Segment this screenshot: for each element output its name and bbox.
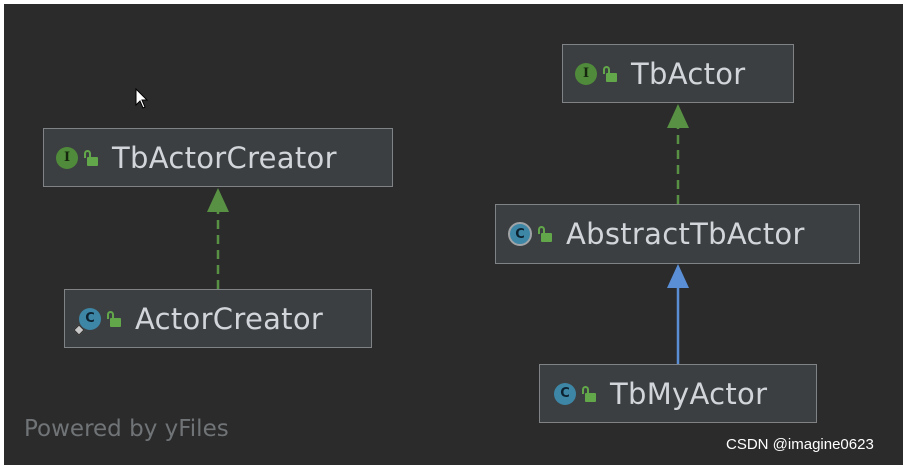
extends-arrowhead-icon bbox=[667, 264, 689, 288]
diagram-canvas: I TbActor I TbActorCreator C AbstractTbA… bbox=[4, 4, 903, 465]
node-tbmyactor[interactable]: C TbMyActor bbox=[539, 364, 817, 423]
public-lock-icon bbox=[84, 149, 98, 166]
implements-arrowhead-icon bbox=[207, 188, 229, 212]
powered-by-label: Powered by yFiles bbox=[24, 416, 229, 442]
abstract-class-icon: C bbox=[508, 222, 532, 246]
public-lock-icon bbox=[582, 385, 596, 402]
node-tbactorcreator[interactable]: I TbActorCreator bbox=[43, 128, 393, 187]
node-label: TbMyActor bbox=[610, 376, 768, 411]
edges-layer bbox=[207, 104, 689, 364]
diamond-icon bbox=[73, 323, 85, 336]
watermark: CSDN @imagine0623 bbox=[726, 436, 874, 453]
public-lock-icon bbox=[538, 226, 552, 242]
interface-icon: I bbox=[56, 146, 78, 169]
node-label: TbActor bbox=[631, 56, 746, 91]
node-tbactor[interactable]: I TbActor bbox=[562, 44, 794, 103]
class-icon: C bbox=[554, 382, 576, 405]
mouse-cursor-icon bbox=[135, 88, 149, 109]
node-label: TbActorCreator bbox=[112, 140, 337, 175]
public-lock-icon bbox=[603, 65, 617, 82]
public-lock-icon bbox=[107, 310, 121, 327]
node-label: AbstractTbActor bbox=[566, 217, 805, 251]
node-actorcreator[interactable]: C ActorCreator bbox=[64, 289, 372, 348]
node-label: ActorCreator bbox=[135, 301, 324, 336]
interface-icon: I bbox=[575, 62, 597, 85]
implements-arrowhead-icon bbox=[667, 104, 689, 128]
class-icon: C bbox=[73, 307, 101, 336]
node-abstracttbactor[interactable]: C AbstractTbActor bbox=[495, 204, 860, 264]
